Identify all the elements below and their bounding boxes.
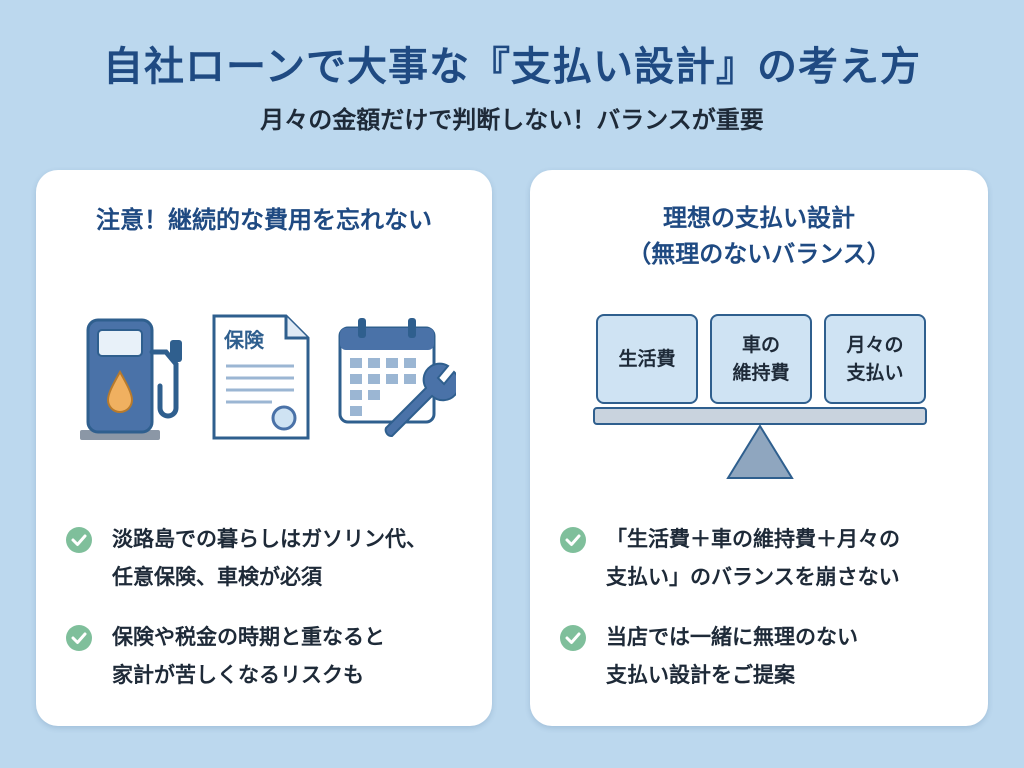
balance-item-monthly-payment: 月々の 支払い — [824, 314, 926, 404]
check-icon — [560, 625, 586, 651]
page-subtitle: 月々の金額だけで判断しない！バランスが重要 — [260, 106, 764, 134]
bullet-text: 保険や税金の時期と重なると 家計が苦しくなるリスクも — [112, 625, 385, 687]
list-item: 保険や税金の時期と重なると 家計が苦しくなるリスクも — [66, 618, 486, 694]
ideal-payment-card: 理想の支払い設計 （無理のないバランス） 生活費 車の 維持費 月々の 支払い … — [530, 170, 988, 726]
insurance-document-icon: 保険 — [212, 314, 310, 440]
calendar-wrench-icon — [338, 318, 456, 437]
ideal-payment-title: 理想の支払い設計 （無理のないバランス） — [627, 204, 891, 268]
balance-item-car-maintenance: 車の 維持費 — [710, 314, 812, 404]
list-item: 当店では一緒に無理のない 支払い設計をご提案 — [560, 618, 980, 694]
bullet-text: 当店では一緒に無理のない 支払い設計をご提案 — [606, 625, 858, 687]
bullet-text: 「生活費＋車の維持費＋月々の 支払い」のバランスを崩さない — [606, 527, 900, 589]
check-icon — [560, 527, 586, 553]
continuing-costs-card: 注意！継続的な費用を忘れない 保険 — [36, 170, 492, 726]
check-icon — [66, 527, 92, 553]
insurance-document-label: 保険 — [224, 328, 264, 352]
continuing-costs-title: 注意！継続的な費用を忘れない — [96, 206, 432, 234]
balance-scale-icon — [593, 407, 927, 479]
list-item: 淡路島での暮らしはガソリン代、 任意保険、車検が必須 — [66, 520, 486, 596]
balance-item-living-costs: 生活費 — [596, 314, 698, 404]
bullet-text: 淡路島での暮らしはガソリン代、 任意保険、車検が必須 — [112, 527, 427, 589]
check-icon — [66, 625, 92, 651]
list-item: 「生活費＋車の維持費＋月々の 支払い」のバランスを崩さない — [560, 520, 980, 596]
fuel-pump-icon — [80, 318, 182, 440]
page-title: 自社ローンで大事な『支払い設計』の考え方 — [103, 44, 921, 90]
